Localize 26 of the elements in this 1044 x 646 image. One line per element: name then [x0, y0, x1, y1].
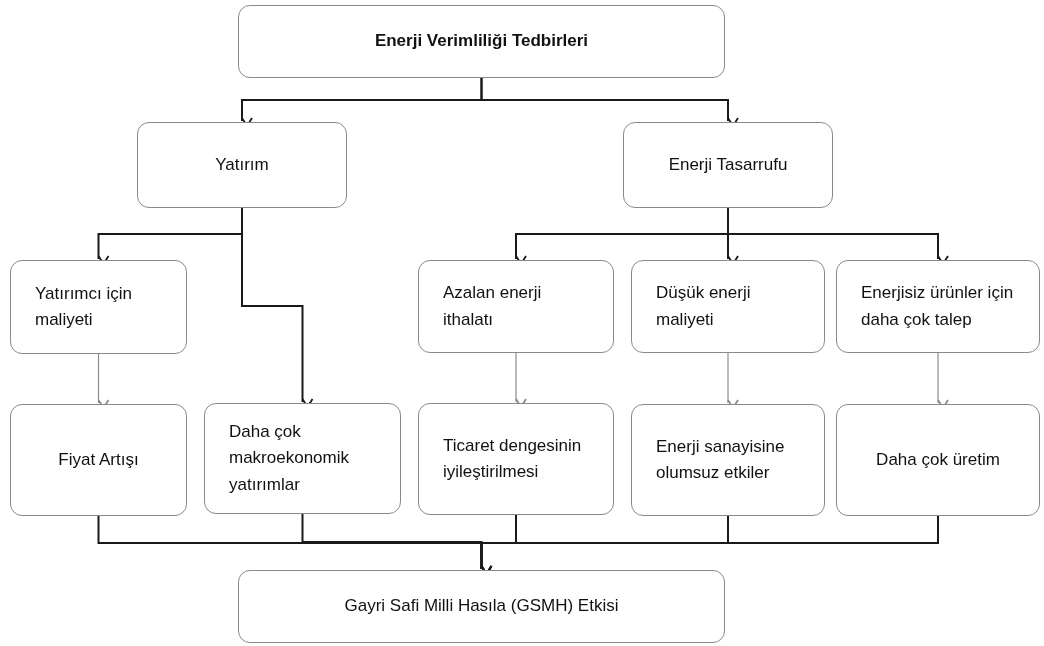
process-box: [238, 5, 725, 78]
box-label: Enerji Tasarrufu: [668, 153, 788, 176]
process-box: [238, 570, 725, 643]
process-box: [631, 260, 825, 353]
process-box: [10, 404, 187, 516]
box-label: Daha çok makroekonomik yatırımlar: [229, 421, 350, 496]
process-box: [204, 403, 401, 514]
process-box: [836, 404, 1040, 516]
box-label: Azalan enerji ithalatı: [443, 282, 543, 331]
box-label: Ticaret dengesinin iyileştirilmesi: [443, 434, 583, 483]
process-box: [836, 260, 1040, 353]
process-box: [10, 260, 187, 354]
box-label: Düşük enerji maliyeti: [656, 282, 752, 331]
process-box: [631, 404, 825, 516]
box-label: Daha çok üretim: [876, 448, 1000, 471]
box-label: Enerjisiz ürünler için daha çok talep: [861, 282, 1015, 331]
box-label: Fiyat Artışı: [58, 448, 139, 471]
box-label: Enerji sanayisine olumsuz etkiler: [656, 435, 786, 484]
box-label: Yatırım: [215, 153, 269, 176]
box-label: Yatırımcı için maliyeti: [35, 282, 133, 331]
box-label: Gayri Safi Milli Hasıla (GSMH) Etkisi: [344, 595, 619, 618]
process-box: [137, 122, 347, 208]
box-label: Enerji Verimliliği Tedbirleri: [374, 30, 589, 53]
process-box: [623, 122, 833, 208]
process-box: [418, 260, 614, 353]
process-box: [418, 403, 614, 515]
